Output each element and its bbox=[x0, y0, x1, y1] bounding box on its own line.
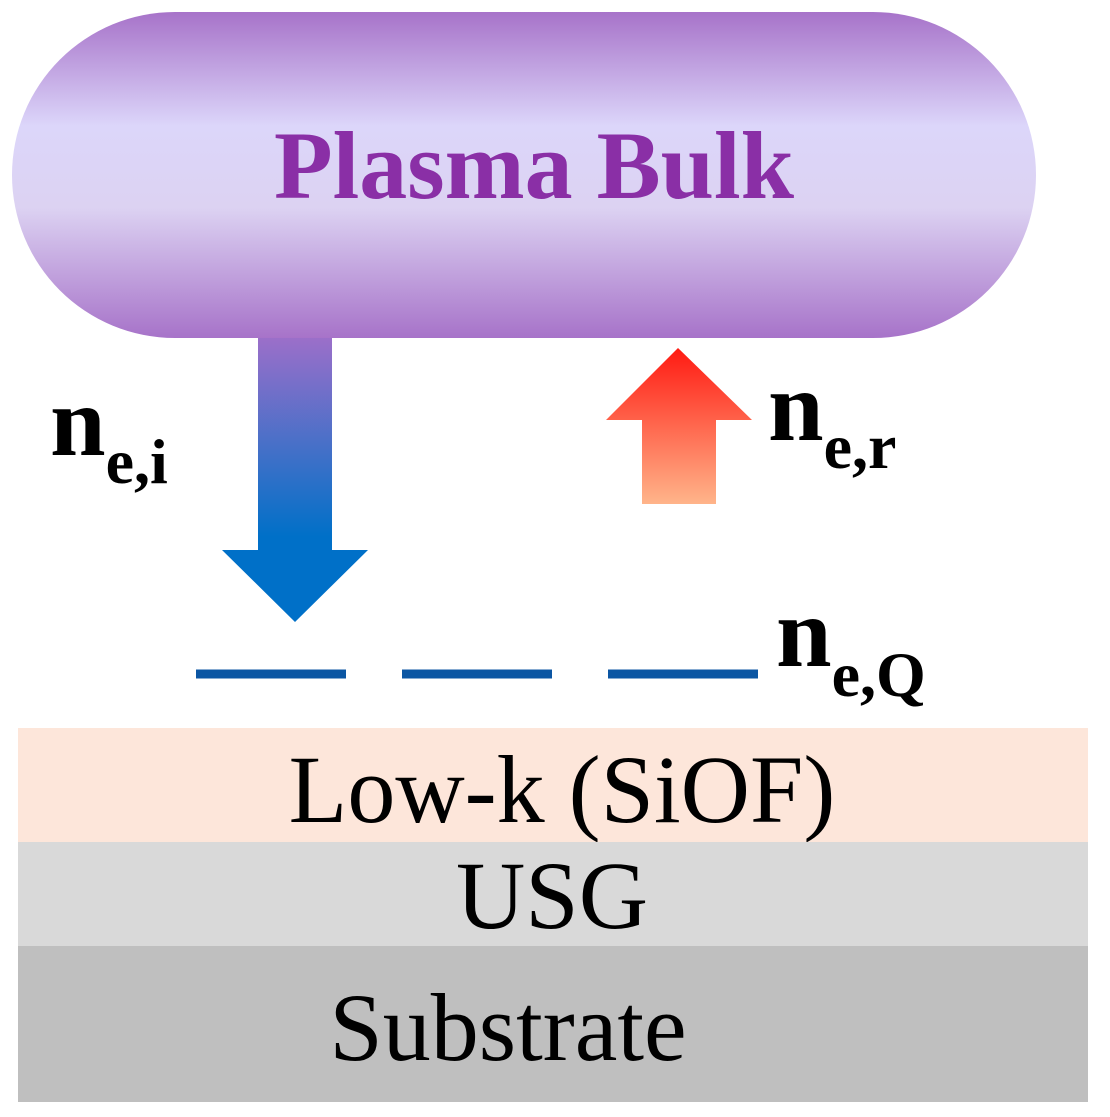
layer-low-k-label: Low-k (SiOF) bbox=[289, 736, 836, 843]
incident-electron-arrow bbox=[222, 338, 368, 622]
returning-subscript: e,r bbox=[824, 411, 897, 482]
returning-electron-label: ne,r bbox=[768, 351, 896, 482]
layer-substrate bbox=[18, 946, 1088, 1102]
surface-charge-symbol: n bbox=[776, 577, 832, 688]
layer-stack: Low-k (SiOF) USG Substrate bbox=[18, 728, 1088, 1102]
incident-symbol: n bbox=[50, 366, 106, 477]
surface-charge-label: ne,Q bbox=[776, 577, 926, 710]
incident-subscript: e,i bbox=[106, 426, 168, 497]
layer-low-k bbox=[18, 728, 1088, 842]
layer-usg bbox=[18, 842, 1088, 946]
incident-electron-label: ne,i bbox=[50, 366, 168, 497]
up-arrow-icon bbox=[606, 348, 752, 504]
returning-symbol: n bbox=[768, 351, 824, 462]
plasma-bulk-label: Plasma Bulk bbox=[274, 112, 795, 219]
plasma-bulk-shape bbox=[12, 12, 1036, 338]
surface-charge-subscript: e,Q bbox=[832, 639, 926, 710]
down-arrow-icon bbox=[222, 338, 368, 622]
plasma-bulk: Plasma Bulk bbox=[12, 12, 1036, 338]
layer-usg-label: USG bbox=[456, 842, 648, 949]
returning-electron-arrow bbox=[606, 348, 752, 504]
layer-substrate-label: Substrate bbox=[329, 974, 686, 1081]
